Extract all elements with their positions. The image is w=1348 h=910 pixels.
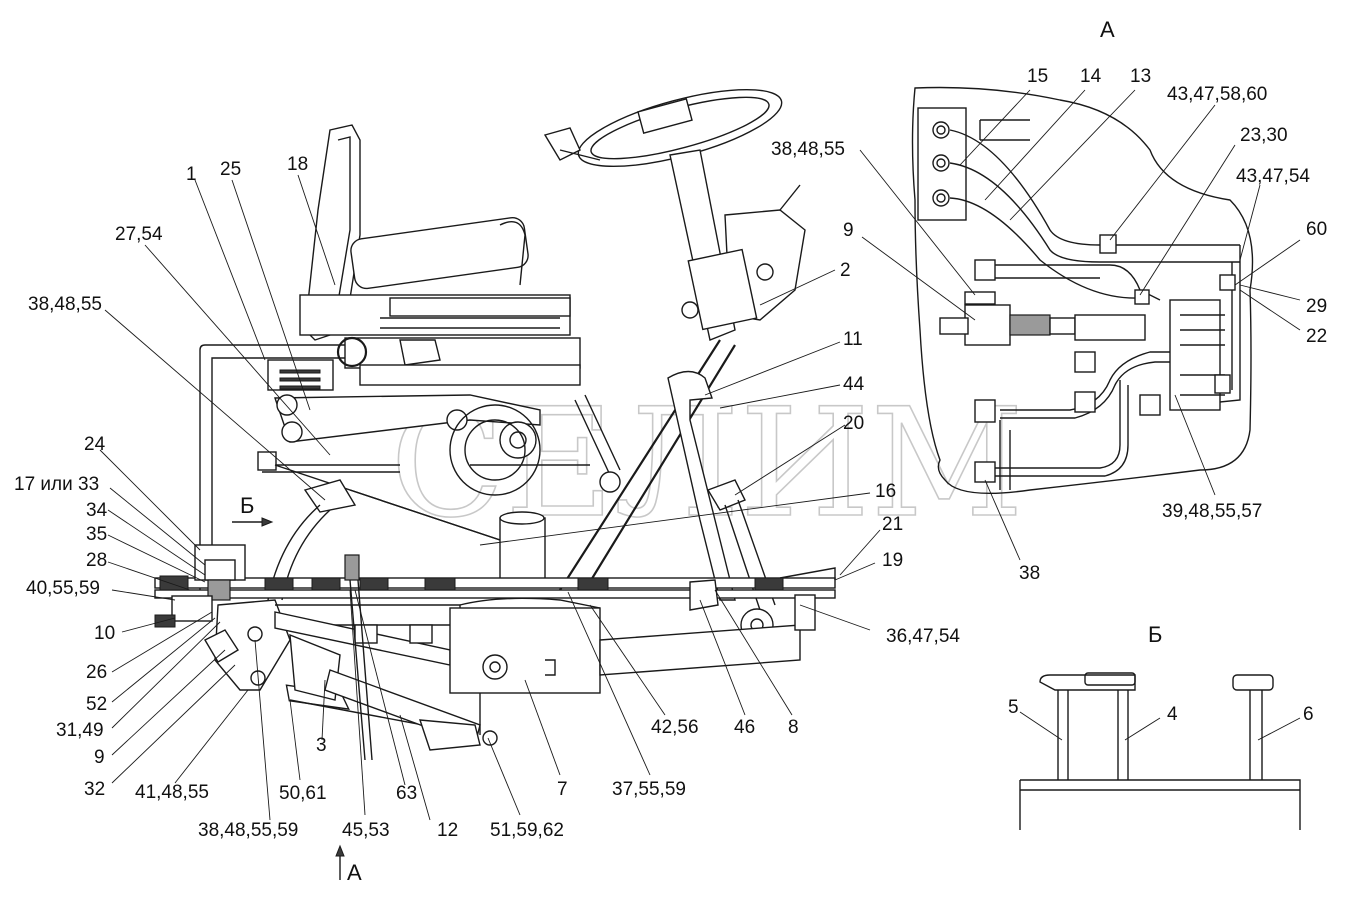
callout-label: 4 [1167,704,1178,725]
callout-label: 39,48,55,57 [1162,501,1262,522]
cylinders [285,554,498,761]
callout-label: 43,47,58,60 [1167,84,1267,105]
callout-label: 27,54 [115,224,163,245]
callout-label: 38,48,55 [28,294,102,315]
callout-label: 6 [1303,704,1314,725]
callout-label: 7 [557,779,568,800]
callout-label: 38,48,55,59 [198,820,298,841]
callout-label: 18 [287,154,308,175]
callout-label: 38,48,55 [771,139,845,160]
view-a [859,86,1301,561]
console-block [274,464,590,581]
seat-linkage [257,394,541,496]
callout-label: 46 [734,717,755,738]
view-b-title: Б [1148,622,1162,647]
callout-label: 10 [94,623,115,644]
labels: А Б Б А 1 25 18 27,54 38,48,55 2 11 44 2… [14,17,1327,885]
view-arrow-a [335,844,345,880]
callout-label: 52 [86,694,107,715]
view-a-break-outline [911,86,1254,494]
callout-label: 23,30 [1240,125,1288,146]
callout-label: 2 [840,260,851,281]
callout-label: 3 [316,735,327,756]
callout-label: 29 [1306,296,1327,317]
callout-label: 12 [437,820,458,841]
callout-label: 63 [396,783,417,804]
callout-label: 19 [882,550,903,571]
floor-plate [154,567,836,599]
view-marker-a: А [347,860,362,885]
callout-label: 51,59,62 [490,820,564,841]
cab-wall [199,344,420,600]
callout-label: 14 [1080,66,1102,87]
callout-label: 15 [1027,66,1048,87]
leader-lines-main [99,174,881,821]
callout-label: 45,53 [342,820,390,841]
callout-label: 25 [220,159,241,180]
left-control [154,544,291,691]
callout-label: 31,49 [56,720,104,741]
view-b [1019,672,1301,830]
callout-label: 8 [788,717,799,738]
callout-label: 16 [875,481,896,502]
callout-label: 21 [882,514,903,535]
callout-label: 41,48,55 [135,782,209,803]
callout-label: 43,47,54 [1236,166,1310,187]
callout-label: 40,55,59 [26,578,100,599]
callout-label: 50,61 [279,783,327,804]
callout-label: 36,47,54 [886,626,960,647]
callout-label: 24 [84,434,106,455]
callout-label: 35 [86,524,107,545]
callout-label: 28 [86,550,107,571]
callout-label: 11 [843,329,863,350]
callout-label: 44 [843,374,865,395]
section-arrow-b [232,517,274,527]
callout-label: 26 [86,662,107,683]
callout-label: 34 [86,500,108,521]
callout-label: 38 [1019,563,1040,584]
callout-label: 1 [186,164,197,185]
callout-label: 37,55,59 [612,779,686,800]
section-marker-b: Б [240,493,254,518]
seat [267,124,581,391]
callout-label: 17 или 33 [14,474,99,495]
callout-label: 20 [843,413,864,434]
callout-label: 9 [94,747,105,768]
callout-label: 9 [843,220,854,241]
callout-label: 13 [1130,66,1151,87]
callout-label: 22 [1306,326,1327,347]
callout-label: 42,56 [651,717,699,738]
callout-label: 5 [1008,697,1019,718]
callout-label: 60 [1306,219,1327,240]
steering-column [543,88,806,591]
view-a-title: А [1100,17,1115,42]
main-view [99,88,881,880]
callout-label: 32 [84,779,105,800]
